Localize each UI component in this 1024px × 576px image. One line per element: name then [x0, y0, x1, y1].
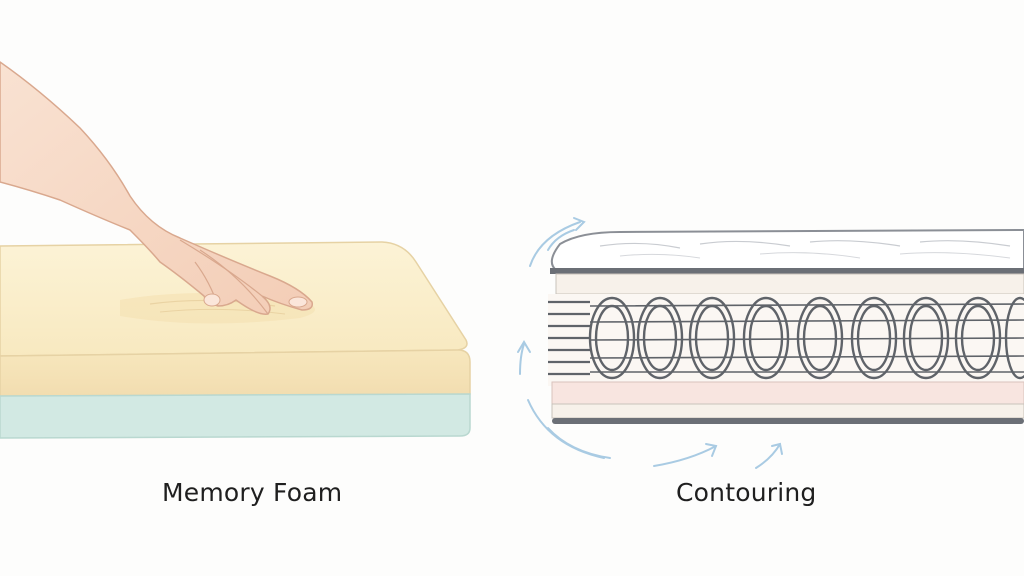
memory-foam-label: Memory Foam: [162, 478, 343, 507]
hand-illustration: [0, 61, 314, 315]
motion-arrow-icon: [517, 217, 783, 469]
spring-mattress-illustration: [548, 228, 1024, 424]
coil-springs: [588, 296, 1024, 380]
contouring-label: Contouring: [676, 478, 817, 507]
